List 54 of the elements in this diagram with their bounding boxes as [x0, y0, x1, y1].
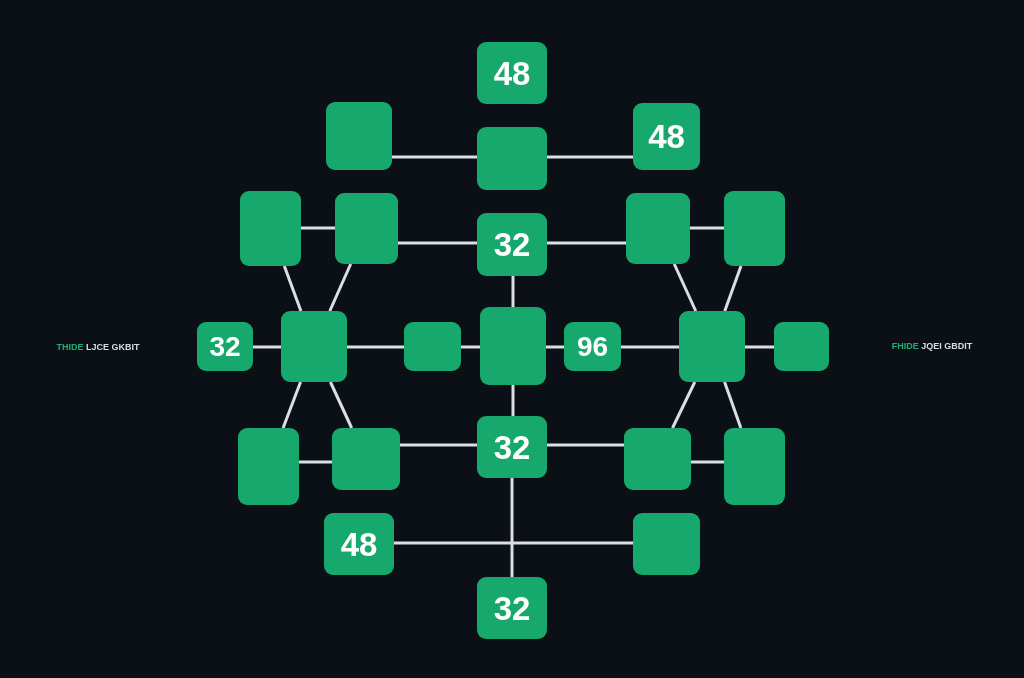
connector-line [723, 265, 743, 312]
empty-tile [335, 193, 398, 264]
empty-tile [626, 193, 690, 264]
empty-tile [477, 127, 547, 190]
empty-tile [679, 311, 745, 382]
number-tile: 32 [477, 577, 547, 639]
number-tile: 48 [633, 103, 700, 170]
side-label: THIDE LJCE GKBIT [55, 341, 141, 354]
connector-line [299, 460, 332, 464]
connector-line [398, 241, 477, 245]
connector-line [394, 541, 633, 545]
empty-tile [480, 307, 546, 385]
empty-tile [404, 322, 461, 371]
connector-line [511, 276, 515, 307]
connector-line [672, 263, 698, 312]
side-label: FHIDE JQEI GBDIT [890, 340, 974, 353]
empty-tile [238, 428, 299, 505]
number-tile: 32 [197, 322, 253, 371]
empty-tile [724, 191, 785, 266]
connector-line [329, 381, 354, 429]
empty-tile [774, 322, 829, 371]
number-tile: 48 [477, 42, 547, 104]
connector-line [546, 345, 564, 349]
connector-line [328, 263, 353, 312]
empty-tile [326, 102, 392, 170]
connector-line [347, 345, 404, 349]
number-tile: 96 [564, 322, 621, 371]
connector-line [723, 381, 743, 429]
connector-line [547, 241, 626, 245]
empty-tile [624, 428, 691, 490]
connector-line [392, 155, 477, 159]
connector-line [281, 381, 302, 429]
connector-line [621, 345, 679, 349]
connector-line [671, 381, 697, 429]
connector-line [253, 345, 281, 349]
empty-tile [633, 513, 700, 575]
number-tile: 32 [477, 213, 547, 276]
connector-line [547, 443, 624, 447]
connector-line [547, 155, 633, 159]
connector-line [510, 478, 514, 577]
connector-line [511, 385, 515, 416]
connector-line [691, 460, 724, 464]
connector-line [745, 345, 774, 349]
connector-line [301, 226, 335, 230]
empty-tile [240, 191, 301, 266]
connector-line [461, 345, 480, 349]
empty-tile [281, 311, 347, 382]
connector-line [690, 226, 724, 230]
connector-line [282, 265, 303, 312]
number-tile: 48 [324, 513, 394, 575]
number-tile: 32 [477, 416, 547, 478]
connector-line [400, 443, 477, 447]
empty-tile [724, 428, 785, 505]
empty-tile [332, 428, 400, 490]
